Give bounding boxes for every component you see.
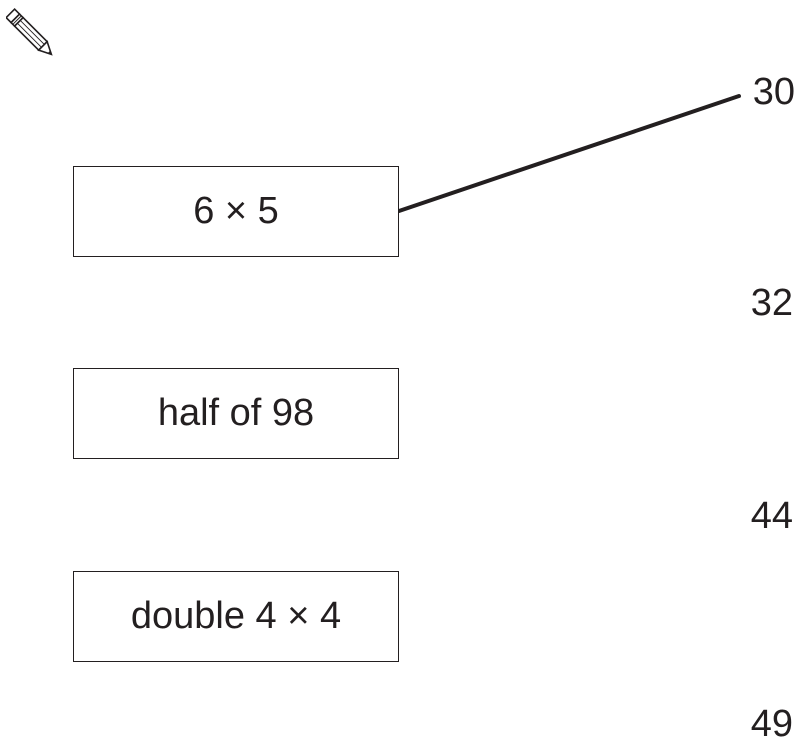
expression-label: half of 98 xyxy=(157,392,315,434)
number-option-49[interactable]: 49 xyxy=(750,703,793,745)
expression-label: 6 × 5 xyxy=(193,190,279,232)
expression-label: double 4 × 4 xyxy=(130,595,342,637)
pencil-icon xyxy=(6,7,53,56)
number-option-30[interactable]: 30 xyxy=(752,71,795,113)
number-option-32[interactable]: 32 xyxy=(750,282,793,324)
expression-box-6x5[interactable]: 6 × 5 xyxy=(73,166,399,257)
number-option-44[interactable]: 44 xyxy=(750,495,793,537)
expression-box-double-4x4[interactable]: double 4 × 4 xyxy=(73,571,399,662)
match-line xyxy=(397,94,741,213)
expression-box-half-of-98[interactable]: half of 98 xyxy=(73,368,399,459)
